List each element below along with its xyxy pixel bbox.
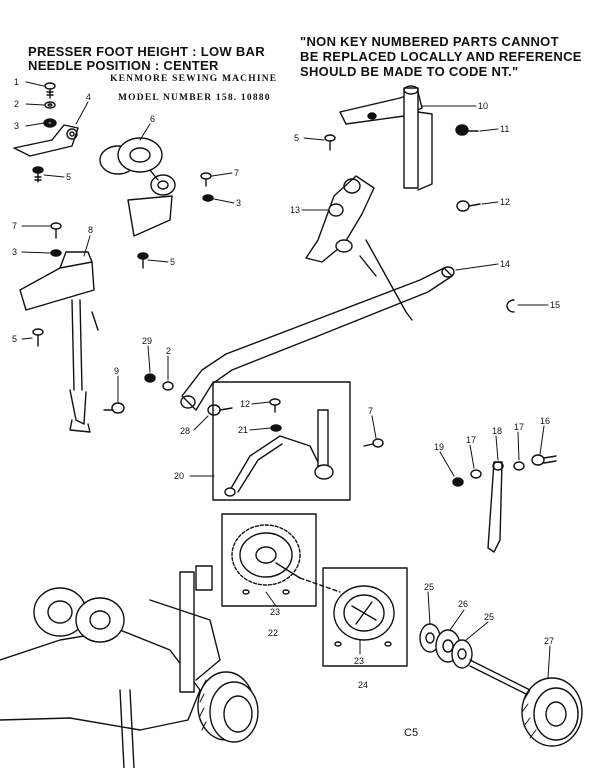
callout-7c: 7 [368,406,373,416]
callout-11: 11 [500,124,509,134]
washer-17a-icon [470,469,482,479]
callout-3: 3 [14,121,19,131]
callout-15: 15 [550,300,560,310]
callout-21: 21 [238,425,248,435]
presser-bar-8-icon [19,251,99,433]
callout-5b: 5 [170,257,175,267]
callout-17a: 17 [466,435,476,445]
callout-labels: 1 2 3 4 6 5 7 3 5 7 3 8 5 9 29 2 28 12 2… [12,77,560,690]
callout-5d: 5 [294,133,299,143]
gear-cam-22-icon [231,524,301,595]
callout-23b: 23 [354,656,364,666]
handwheel-27-icon [521,677,583,747]
nut-21-icon [270,424,282,432]
callout-6: 6 [150,114,155,124]
screw-9-icon [103,402,125,414]
screw-12b-icon [456,200,481,212]
alignment-line-icon [299,577,341,593]
callout-3c: 3 [12,247,17,257]
callout-24: 24 [358,680,368,690]
clip-15-icon [506,299,515,313]
box-assembly-24 [322,567,408,667]
callout-14: 14 [500,259,510,269]
screw-5d-icon [324,134,336,151]
nut-19-icon [452,477,464,487]
callout-27: 27 [544,636,554,646]
stud-28-icon [207,404,233,416]
callout-17b: 17 [514,422,524,432]
callout-22: 22 [268,628,278,638]
screw-7c-icon [363,438,384,448]
screw-5a-icon [32,166,44,183]
link-13-icon [305,175,413,321]
callout-23a: 23 [270,607,280,617]
nut-29-icon [144,373,156,383]
callout-16: 16 [540,416,550,426]
callout-2b: 2 [166,346,171,356]
header-line-2: NEEDLE POSITION : CENTER [28,58,219,73]
lever-18-icon [487,461,504,553]
callout-7b: 7 [12,221,17,231]
callout-5c: 5 [12,334,17,344]
screw-5b-icon [137,252,149,269]
screw-7a-icon [200,172,212,187]
callout-29: 29 [142,336,152,346]
header-line-3: KENMORE SEWING MACHINE [110,74,278,84]
screw-1-icon [44,82,56,99]
nut-3b-icon [202,194,214,202]
callout-28: 28 [180,426,190,436]
screw-5c-icon [32,328,44,347]
bracket-4-icon [13,124,79,157]
shaft-icon [469,659,531,697]
box-assembly-22 [221,513,317,607]
callout-20: 20 [174,471,184,481]
note-line-1: "NON KEY NUMBERED PARTS CANNOT [300,34,559,49]
screw-12a-icon [269,398,281,413]
nut-3-icon [43,118,57,128]
tension-assembly-6-icon [99,137,176,237]
screw-7b-icon [50,222,62,239]
callout-26: 26 [458,599,468,609]
bracket-10-icon [339,85,433,191]
callout-25a: 25 [424,582,434,592]
callout-4: 4 [86,92,91,102]
callout-1: 1 [14,77,19,87]
callout-19: 19 [434,442,444,452]
callout-5a: 5 [66,172,71,182]
screw-16-icon [531,454,557,466]
collar-25b-icon [451,639,473,669]
callout-12b: 12 [500,197,510,207]
main-assembly-icon [0,565,259,768]
header-line-4: MODEL NUMBER 158. 10880 [118,93,271,103]
nut-3c-icon [50,249,62,257]
cam-24-icon [333,585,395,647]
callout-7a: 7 [234,168,239,178]
leader-lines [21,81,551,679]
washer-2-icon [44,101,56,109]
callout-3b: 3 [236,198,241,208]
callout-10: 10 [478,101,488,111]
washer-2b-icon [162,381,174,391]
note-line-3: SHOULD BE MADE TO CODE NT." [300,64,519,79]
callout-2: 2 [14,99,19,109]
screw-11-icon [455,124,479,136]
long-link-icon [180,266,455,411]
callout-18: 18 [492,426,502,436]
callout-13: 13 [290,205,300,215]
callout-25b: 25 [484,612,494,622]
callout-8: 8 [88,225,93,235]
washer-17b-icon [513,461,525,471]
callout-12a: 12 [240,399,250,409]
feed-fork-20-icon [224,409,334,497]
header-line-1: PRESSER FOOT HEIGHT : LOW BAR [28,44,265,59]
box-assembly-20 [212,381,351,501]
page-code: C5 [404,727,419,739]
note-line-2: BE REPLACED LOCALLY AND REFERENCE [300,49,582,64]
callout-9: 9 [114,366,119,376]
